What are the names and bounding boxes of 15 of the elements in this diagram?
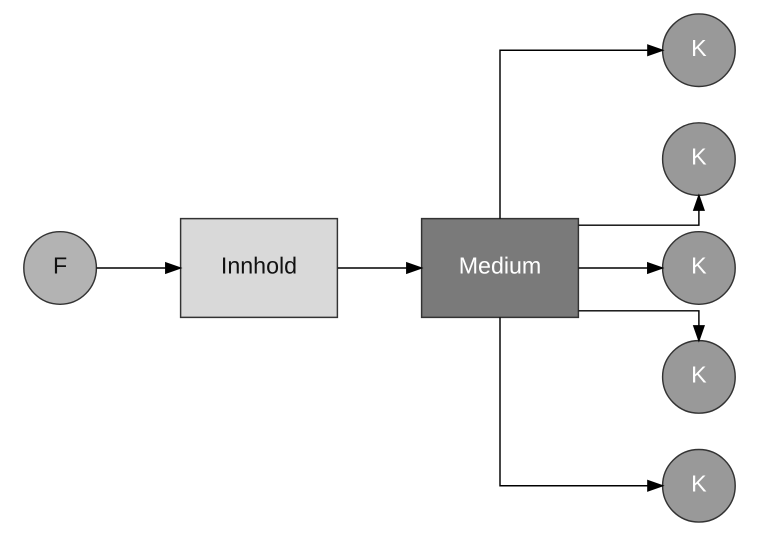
node-circle: K (661, 230, 736, 306)
arrow (337, 262, 424, 274)
arrow (578, 193, 704, 226)
node-box: Innhold (179, 218, 338, 318)
node-circle: F (22, 230, 97, 306)
node-circle: K (661, 13, 736, 88)
node-box: Medium (420, 218, 579, 318)
node-circle: K (661, 122, 736, 196)
arrow (96, 262, 182, 274)
node-circle: K (661, 448, 736, 523)
arrow (578, 262, 664, 274)
node-circle: K (661, 340, 736, 414)
arrow (498, 44, 664, 219)
arrow (498, 317, 664, 492)
arrow (578, 310, 704, 343)
